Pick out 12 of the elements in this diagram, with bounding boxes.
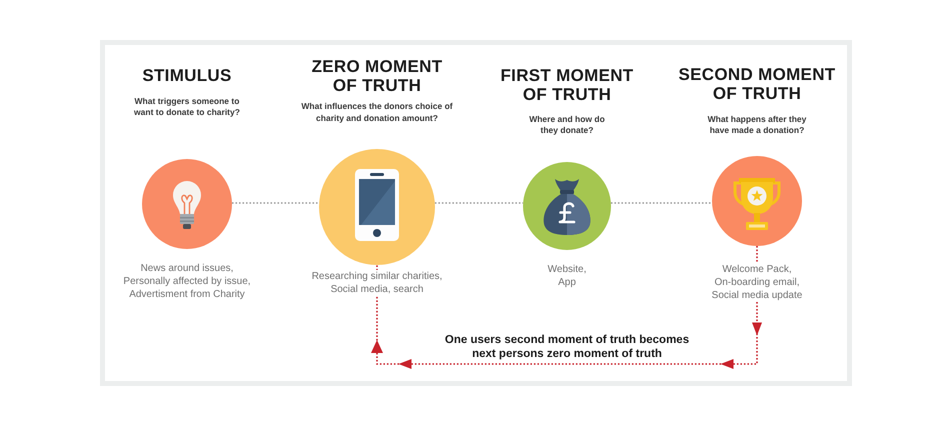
stage-heading: STIMULUS — [142, 66, 232, 86]
stage-question: Where and how do they donate? — [528, 114, 606, 136]
arrow — [371, 246, 758, 365]
connector-line — [232, 202, 320, 204]
stage-heading: ZERO MOMENT OF TRUTH — [310, 56, 444, 96]
connector-line — [610, 202, 712, 204]
connector-line — [434, 202, 524, 204]
stage-question: What influences the donors choice of charity and donation amount? — [300, 101, 454, 124]
stage-heading: FIRST MOMENT OF TRUTH — [500, 66, 634, 104]
stage-question: What happens after they have made a donation? — [706, 114, 808, 136]
stage-heading: SECOND MOMENT OF TRUTH — [678, 64, 836, 104]
stage-question: What triggers someone to want to donate to charity? — [133, 96, 241, 118]
